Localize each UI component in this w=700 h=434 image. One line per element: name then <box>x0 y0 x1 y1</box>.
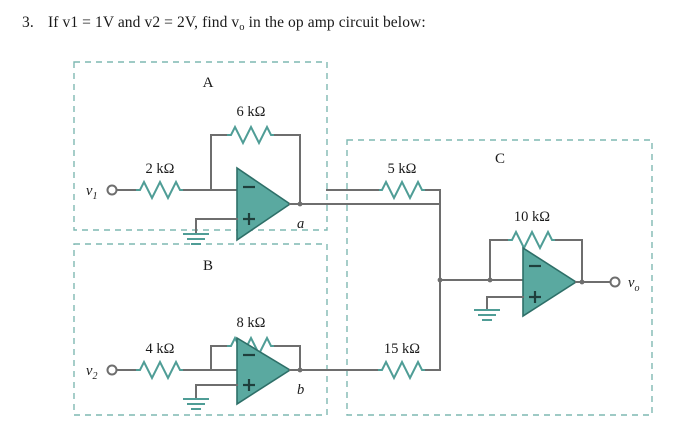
question-body-before: If v1 = 1V and v2 = 2V, find v <box>48 14 240 31</box>
junction-summing-node <box>437 277 443 283</box>
opamp-c-body <box>522 246 578 318</box>
node-a-label: a <box>297 216 304 232</box>
opamp-b-body <box>236 336 292 406</box>
terminal-vo-letter: v <box>628 275 635 291</box>
junction-a-feedback <box>297 201 303 207</box>
resistor-2k-symbol <box>136 179 184 201</box>
terminal-v2 <box>106 364 118 376</box>
question-text: 3. If v1 = 1V and v2 = 2V, find vo in the… <box>22 14 682 33</box>
resistor-5k-label: 5 kΩ <box>388 161 417 177</box>
junction-c-inverting <box>487 277 493 283</box>
terminal-v2-subscript: 2 <box>92 371 97 382</box>
resistor-6k-label: 6 kΩ <box>237 104 266 120</box>
resistor-5k-symbol <box>378 179 426 201</box>
block-boundary-b <box>73 243 328 416</box>
resistor-2k-label: 2 kΩ <box>146 161 175 177</box>
resistor-6k-symbol <box>227 124 275 146</box>
block-c-label: C <box>495 151 505 167</box>
terminal-vo-label: vo <box>628 275 639 294</box>
opamp-a-body <box>236 166 292 242</box>
question-number: 3. <box>22 14 34 31</box>
question-body-after: in the op amp circuit below: <box>244 14 426 31</box>
terminal-v1-subscript: 1 <box>92 191 97 202</box>
junction-b-feedback <box>297 367 303 373</box>
terminal-v2-label: v2 <box>86 363 97 382</box>
resistor-10k-symbol <box>508 229 556 251</box>
resistor-4k-symbol <box>136 359 184 381</box>
resistor-15k-symbol <box>378 359 426 381</box>
terminal-vo-subscript: o <box>634 283 639 294</box>
block-boundary-a <box>73 61 328 231</box>
resistor-4k-label: 4 kΩ <box>146 341 175 357</box>
block-a-label: A <box>203 75 214 91</box>
resistor-10k-label: 10 kΩ <box>514 209 550 225</box>
op-amp-circuit-diagram: .wire { stroke:#6e6e6e; stroke-width:2; … <box>0 44 700 434</box>
question-vo-subscript: o <box>239 21 245 33</box>
block-b-label: B <box>203 258 213 274</box>
node-b-label: b <box>297 382 304 398</box>
junction-c-output <box>579 279 585 285</box>
block-boundary-c <box>346 139 653 416</box>
terminal-v1-letter: v <box>86 183 93 199</box>
terminal-v2-letter: v <box>86 363 93 379</box>
terminal-v1-label: v1 <box>86 183 97 202</box>
terminal-vo <box>609 276 621 288</box>
resistor-15k-label: 15 kΩ <box>384 341 420 357</box>
resistor-8k-label: 8 kΩ <box>237 315 266 331</box>
terminal-v1 <box>106 184 118 196</box>
resistor-8k-symbol <box>227 335 275 357</box>
